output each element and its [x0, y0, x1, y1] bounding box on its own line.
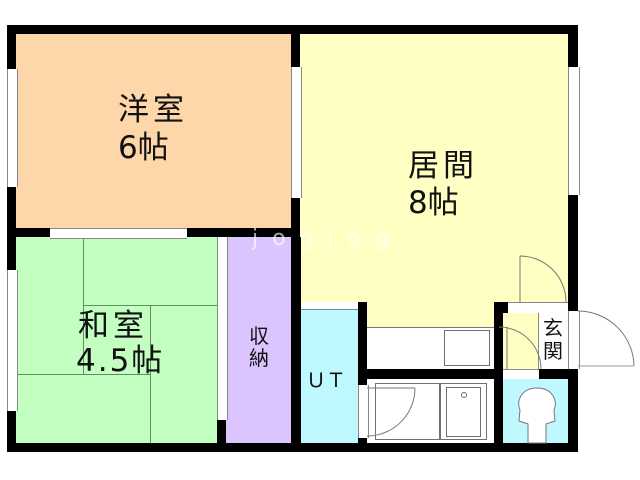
- window-right-living: [568, 67, 580, 195]
- wall-stub-entry: [494, 302, 508, 313]
- living-room-name: 居間: [408, 148, 478, 184]
- living-room: [300, 34, 568, 327]
- unit-bath-label: ＵＴ: [306, 368, 346, 392]
- entry-closet: [503, 313, 539, 369]
- window-left-western: [7, 69, 18, 187]
- window-western-living: [291, 67, 302, 198]
- japanese-room: [16, 237, 217, 443]
- storage-label-2: 納: [249, 346, 269, 370]
- ut-top-band: [301, 302, 358, 310]
- entrance-door-opening: [568, 311, 580, 369]
- wall-kitchen-bath: [358, 369, 503, 379]
- entry-closet-bottom: [503, 369, 539, 379]
- storage-door: [217, 237, 228, 420]
- sliding-door-japanese: [50, 228, 187, 239]
- western-room-size: 6帖: [118, 130, 169, 166]
- watermark: jogjog: [252, 226, 404, 251]
- wall-bath-toilet: [494, 302, 503, 443]
- entrance-label-1: 玄: [543, 316, 563, 340]
- tatami-line: [16, 374, 151, 375]
- japanese-room-name: 和室: [78, 308, 148, 344]
- kitchen-sink: [444, 330, 490, 366]
- living-entry-gap: [503, 302, 568, 313]
- unit-bath-room: [301, 310, 358, 443]
- living-room-size: 8帖: [408, 185, 459, 221]
- storage-label-1: 収: [249, 324, 269, 348]
- outer-wall-bottom: [7, 443, 578, 452]
- window-left-japanese: [7, 270, 18, 411]
- japanese-room-size: 4.5帖: [76, 343, 165, 379]
- kitchen-counter: [367, 327, 494, 369]
- bathtub: [446, 387, 481, 437]
- entrance-hall: [539, 313, 568, 369]
- western-room: [16, 34, 291, 228]
- entrance-label-2: 関: [543, 339, 563, 363]
- outer-wall-left: [7, 25, 16, 452]
- wall-storage-ut: [291, 237, 301, 443]
- wall-entrance-toilet: [539, 369, 568, 379]
- western-room-name: 洋室: [118, 92, 188, 128]
- bath-outline: [375, 383, 487, 440]
- bath-area: [367, 379, 494, 443]
- bath-divider: [439, 383, 441, 440]
- storage-closet: [226, 237, 291, 443]
- bath-drain: [461, 392, 467, 398]
- outer-wall-right: [568, 25, 578, 452]
- bath-door-opening: [358, 385, 369, 438]
